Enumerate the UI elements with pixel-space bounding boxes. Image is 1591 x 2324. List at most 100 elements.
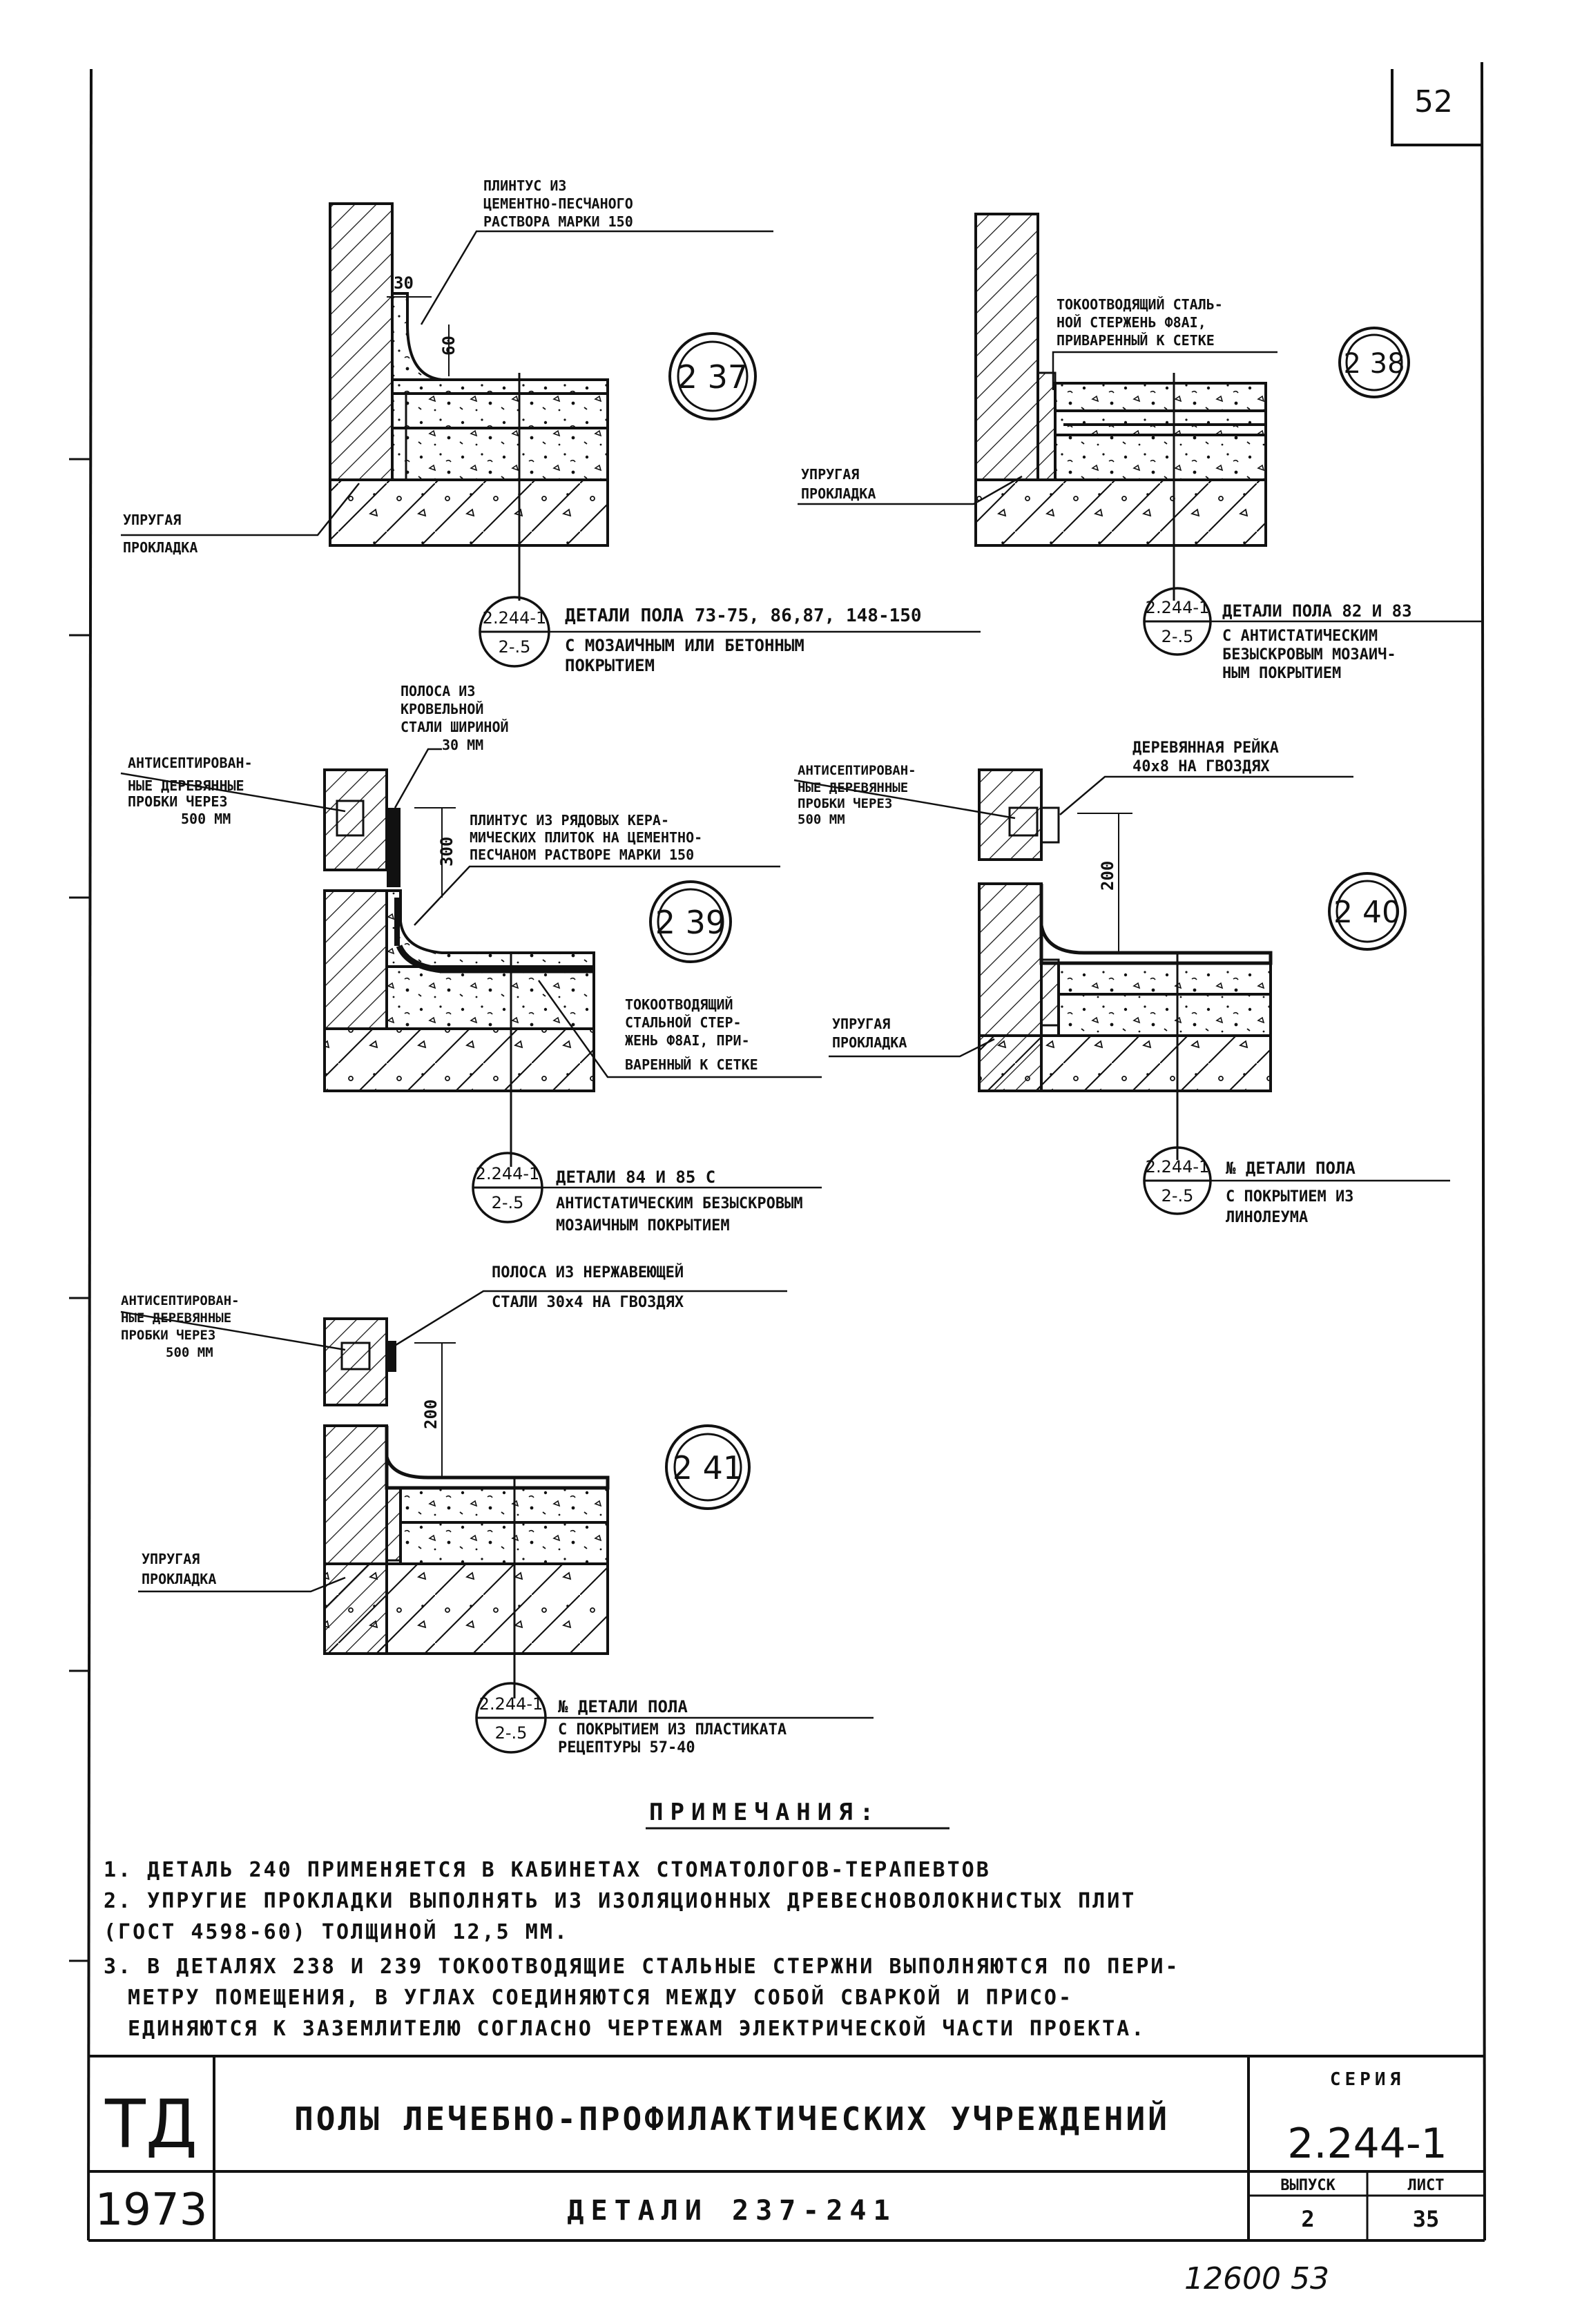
detail-238-caption-1: ДЕТАЛИ ПОЛА 82 И 83 <box>1222 601 1412 621</box>
detail-238-caption-2: С АНТИСТАТИЧЕСКИМ <box>1222 628 1378 645</box>
footer-number: 12600 53 <box>1184 2261 1329 2296</box>
detail-240-circle-label: 2 40 <box>1333 895 1401 930</box>
detail-238-note-3: ПРИВАРЕННЫЙ К СЕТКЕ <box>1057 332 1215 349</box>
detail-241-dim: 200 <box>421 1400 441 1429</box>
title-block-series-label: СЕРИЯ <box>1330 2069 1405 2090</box>
detail-239-left-note-3: ПРОБКИ ЧЕРЕЗ <box>128 793 228 810</box>
title-block-title: ПОЛЫ ЛЕЧЕБНО-ПРОФИЛАКТИЧЕСКИХ УЧРЕЖДЕНИЙ <box>294 2100 1170 2138</box>
title-block-issue-label: ВЫПУСК <box>1280 2177 1336 2194</box>
note-5: МЕТРУ ПОМЕЩЕНИЯ, В УГЛАХ СОЕДИНЯЮТСЯ МЕЖ… <box>128 1985 1073 2010</box>
detail-240-left-note-4: 500 ММ <box>798 812 845 827</box>
note-2: 2. УПРУГИЕ ПРОКЛАДКИ ВЫПОЛНЯТЬ ИЗ ИЗОЛЯЦ… <box>104 1889 1136 1913</box>
detail-241-left-note-2: НЫЕ ДЕРЕВЯННЫЕ <box>121 1310 231 1326</box>
detail-239-caption-3: МОЗАИЧНЫМ ПОКРЫТИЕМ <box>556 1217 730 1234</box>
detail-237-dim-1: 30 <box>394 273 414 293</box>
detail-238-side-note-1: УПРУГАЯ <box>801 466 859 483</box>
detail-239-note3-3: ЖЕНЬ Ф8АI, ПРИ- <box>625 1032 750 1049</box>
detail-241-caption-2: С ПОКРЫТИЕМ ИЗ ПЛАСТИКАТА <box>558 1721 787 1739</box>
detail-238-side-note-2: ПРОКЛАДКА <box>801 485 876 502</box>
detail-237: 30 60 ПЛИНТУС ИЗ ЦЕМЕНТНО-ПЕСЧАНОГО РАСТ… <box>121 177 981 675</box>
detail-239-note3-1: ТОКООТВОДЯЩИЙ <box>625 996 733 1013</box>
detail-239-ref-bottom: 2-.5 <box>492 1193 524 1212</box>
detail-240-caption-3: ЛИНОЛЕУМА <box>1226 1209 1308 1226</box>
detail-239-dim: 300 <box>437 837 456 866</box>
title-block-series: 2.244-1 <box>1287 2120 1447 2168</box>
detail-239-note3-2: СТАЛЬНОЙ СТЕР- <box>625 1014 742 1031</box>
detail-240-note-1: ДЕРЕВЯННАЯ РЕЙКА <box>1132 739 1279 757</box>
detail-237-side-note-2: ПРОКЛАДКА <box>123 539 197 556</box>
detail-239-note2-1: ПЛИНТУС ИЗ РЯДОВЫХ КЕРА- <box>470 812 669 829</box>
detail-238-note-2: НОЙ СТЕРЖЕНЬ Ф8АI, <box>1057 314 1206 331</box>
detail-240-side-note-1: УПРУГАЯ <box>832 1016 890 1032</box>
detail-237-circle-label: 2 37 <box>677 358 748 396</box>
detail-239-note-3: СТАЛИ ШИРИНОЙ <box>401 719 509 735</box>
detail-241-side-note-1: УПРУГАЯ <box>142 1551 200 1567</box>
sheet-frame <box>69 61 1486 2242</box>
detail-238-caption-4: НЫМ ПОКРЫТИЕМ <box>1222 665 1341 682</box>
title-block-org: ТД <box>104 2086 197 2163</box>
detail-241-caption-1: № ДЕТАЛИ ПОЛА <box>557 1697 688 1716</box>
detail-239-note-4: 30 ММ <box>442 737 483 753</box>
detail-239-note3-4: ВАРЕННЫЙ К СЕТКЕ <box>625 1056 758 1073</box>
detail-239-note-1: ПОЛОСА ИЗ <box>401 683 475 699</box>
sheet-number-box: 52 <box>1391 69 1482 146</box>
detail-239-left-note-4: 500 ММ <box>181 811 231 827</box>
detail-240-dim: 200 <box>1098 861 1117 891</box>
detail-240-left-note-1: АНТИСЕПТИРОВАН- <box>798 763 916 778</box>
detail-241-circle-label: 2 41 <box>673 1449 743 1487</box>
detail-240-ref-top: 2.244-1 <box>1146 1157 1210 1176</box>
detail-241-left-note-3: ПРОБКИ ЧЕРЕЗ <box>121 1328 215 1343</box>
detail-237-caption-2: С МОЗАИЧНЫМ ИЛИ БЕТОННЫМ <box>565 636 804 655</box>
note-3: (ГОСТ 4598-60) ТОЛЩИНОЙ 12,5 ММ. <box>104 1919 569 1944</box>
detail-237-note-1: ПЛИНТУС ИЗ <box>483 177 566 194</box>
detail-238-caption-3: БЕЗЫСКРОВЫМ МОЗАИЧ- <box>1222 646 1396 664</box>
title-block-issue: 2 <box>1301 2206 1314 2232</box>
detail-238: ТОКООТВОДЯЩИЙ СТАЛЬ- НОЙ СТЕРЖЕНЬ Ф8АI, … <box>798 213 1483 682</box>
detail-237-caption-1: ДЕТАЛИ ПОЛА 73-75, 86,87, 148-150 <box>565 606 922 626</box>
note-6: ЕДИНЯЮТСЯ К ЗАЗЕМЛИТЕЛЮ СОГЛАСНО ЧЕРТЕЖА… <box>128 2016 1146 2041</box>
detail-237-caption-3: ПОКРЫТИЕМ <box>565 656 655 675</box>
detail-240-caption-2: С ПОКРЫТИЕМ ИЗ <box>1226 1188 1353 1205</box>
sheet-number: 52 <box>1414 84 1453 119</box>
detail-238-ref-top: 2.244-1 <box>1146 598 1210 617</box>
title-block: ТД 1973 ПОЛЫ ЛЕЧЕБНО-ПРОФИЛАКТИЧЕСКИХ УЧ… <box>88 2055 1485 2240</box>
detail-241-caption-3: РЕЦЕПТУРЫ 57-40 <box>558 1739 695 1756</box>
detail-241: 200 ПОЛОСА ИЗ НЕРЖАВЕЮЩЕЙ СТАЛИ 30х4 НА … <box>120 1263 874 1756</box>
title-block-year: 1973 <box>95 2185 208 2236</box>
detail-241-note-2: СТАЛИ 30х4 НА ГВОЗДЯХ <box>492 1294 684 1311</box>
detail-240-caption-1: № ДЕТАЛИ ПОЛА <box>1225 1159 1356 1178</box>
detail-237-note-3: РАСТВОРА МАРКИ 150 <box>483 213 633 230</box>
note-1: 1. ДЕТАЛЬ 240 ПРИМЕНЯЕТСЯ В КАБИНЕТАХ СТ… <box>104 1858 991 1882</box>
note-4: 3. В ДЕТАЛЯХ 238 И 239 ТОКООТВОДЯЩИЕ СТА… <box>104 1955 1180 1979</box>
detail-239-left-note-2: НЫЕ ДЕРЕВЯННЫЕ <box>128 777 244 794</box>
detail-241-left-note-4: 500 ММ <box>166 1345 213 1360</box>
detail-239-left-note-1: АНТИСЕПТИРОВАН- <box>128 755 253 771</box>
title-block-sheet: 35 <box>1413 2206 1440 2232</box>
detail-238-ref-bottom: 2-.5 <box>1161 627 1194 646</box>
detail-237-dim-2: 60 <box>439 336 459 356</box>
detail-239-note-2: КРОВЕЛЬНОЙ <box>401 701 483 717</box>
detail-238-circle-label: 2 38 <box>1343 348 1405 380</box>
detail-239-ref-top: 2.244-1 <box>476 1164 540 1183</box>
detail-240-left-note-2: НЫЕ ДЕРЕВЯННЫЕ <box>798 780 908 795</box>
detail-239-circle-label: 2 39 <box>655 904 726 941</box>
detail-240-left-note-3: ПРОБКИ ЧЕРЕЗ <box>798 796 892 811</box>
detail-241-ref-bottom: 2-.5 <box>495 1723 528 1743</box>
detail-241-left-note-1: АНТИСЕПТИРОВАН- <box>121 1293 240 1308</box>
detail-239-note2-3: ПЕСЧАНОМ РАСТВОРЕ МАРКИ 150 <box>470 846 694 863</box>
detail-239-note2-2: МИЧЕСКИХ ПЛИТОК НА ЦЕМЕНТНО- <box>470 829 702 846</box>
detail-241-side-note-2: ПРОКЛАДКА <box>142 1571 216 1587</box>
detail-238-note-1: ТОКООТВОДЯЩИЙ СТАЛЬ- <box>1057 296 1223 313</box>
notes-title: ПРИМЕЧАНИЯ: <box>649 1799 880 1826</box>
detail-240: 200 ДЕРЕВЯННАЯ РЕЙКА 40х8 НА ГВОЗДЯХ АНТ… <box>793 739 1450 1226</box>
detail-237-note-2: ЦЕМЕНТНО-ПЕСЧАНОГО <box>483 195 633 212</box>
detail-240-ref-bottom: 2-.5 <box>1161 1186 1194 1205</box>
detail-241-ref-top: 2.244-1 <box>479 1694 543 1714</box>
title-block-subtitle: ДЕТАЛИ 237-241 <box>567 2195 896 2227</box>
detail-239: 300 ПОЛОСА ИЗ КРОВЕЛЬНОЙ СТАЛИ ШИРИНОЙ 3… <box>120 683 822 1234</box>
detail-240-side-note-2: ПРОКЛАДКА <box>832 1034 907 1051</box>
detail-241-note-1: ПОЛОСА ИЗ НЕРЖАВЕЮЩЕЙ <box>492 1263 684 1281</box>
detail-239-caption-2: АНТИСТАТИЧЕСКИМ БЕЗЫСКРОВЫМ <box>556 1195 803 1212</box>
notes-section: ПРИМЕЧАНИЯ: 1. ДЕТАЛЬ 240 ПРИМЕНЯЕТСЯ В … <box>104 1799 1180 2041</box>
